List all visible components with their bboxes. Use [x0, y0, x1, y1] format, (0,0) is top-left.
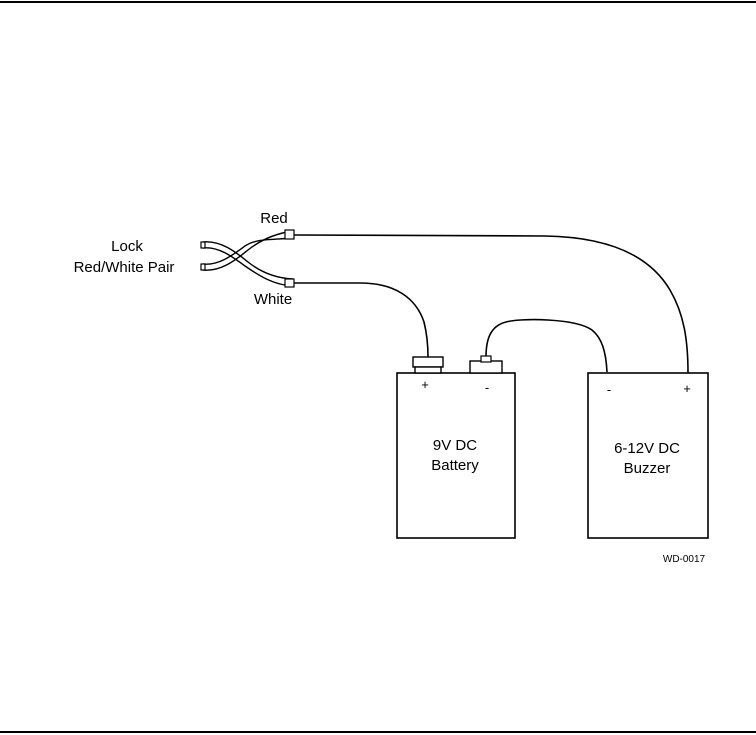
buzzer: - + 6-12V DC Buzzer: [588, 373, 708, 538]
white-wire-label: White: [254, 291, 292, 308]
red-wire-label: Red: [260, 210, 288, 227]
white-wire: [294, 283, 428, 357]
white-lead-tip: [285, 279, 294, 287]
lower-lead-outer: [203, 231, 293, 270]
battery-negative-post-top: [481, 356, 491, 362]
wires: [294, 235, 688, 373]
buzzer-name-line2: Buzzer: [624, 460, 671, 477]
upper-lead-inner: [203, 248, 293, 286]
buzzer-positive-label: +: [683, 381, 691, 396]
battery-body: [397, 373, 515, 538]
lock-lead-stub-bottom: [201, 264, 205, 270]
battery-positive-label: +: [421, 377, 429, 392]
lock-pigtail-leads: [203, 231, 293, 286]
red-lead-tip: [285, 230, 294, 239]
battery-name-line1: 9V DC: [433, 437, 477, 454]
battery-negative-label: -: [485, 380, 489, 395]
lock-label-line1: Lock: [111, 238, 143, 255]
buzzer-name-line1: 6-12V DC: [614, 440, 680, 457]
battery: + - 9V DC Battery: [397, 356, 515, 538]
battery-negative-post: [470, 361, 502, 373]
battery-name-line2: Battery: [431, 457, 479, 474]
upper-lead-outer: [203, 242, 293, 279]
battery-positive-post-base: [415, 367, 441, 373]
battery-to-buzzer-wire: [486, 320, 607, 372]
red-wire: [294, 235, 688, 373]
lock-label-line2: Red/White Pair: [74, 259, 175, 276]
lower-lead-inner: [203, 238, 293, 264]
battery-positive-post: [413, 357, 443, 367]
buzzer-negative-label: -: [607, 382, 611, 397]
drawing-code: WD-0017: [663, 554, 706, 565]
lock-lead-stub-top: [201, 242, 205, 248]
